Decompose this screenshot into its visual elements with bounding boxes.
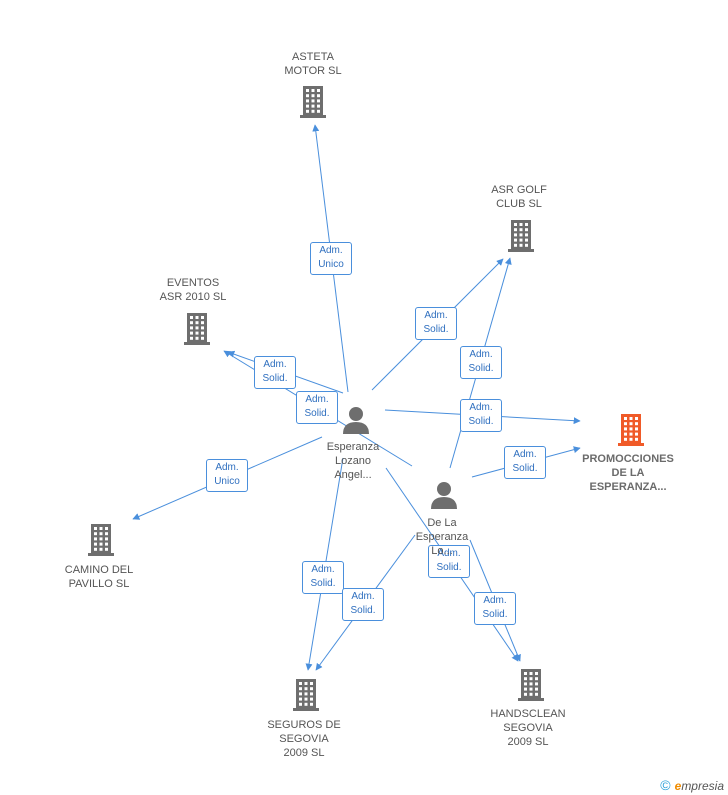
brand-footer[interactable]: ©empresia	[660, 777, 724, 793]
node-label-camino[interactable]: CAMINO DEL PAVILLO SL	[64, 564, 134, 590]
edge-label-esperanza-handsclean[interactable]: Adm. Solid.	[428, 545, 470, 578]
person-icon[interactable]	[431, 482, 457, 509]
building-icon[interactable]	[618, 414, 644, 446]
edge-label-esperanza-asr_golf[interactable]: Adm. Solid.	[415, 307, 457, 340]
node-label-eventos[interactable]: EVENTOS ASR 2010 SL	[159, 277, 227, 303]
edge-label-esperanza-promociones[interactable]: Adm. Solid.	[460, 399, 502, 432]
edge-label-esperanza-camino[interactable]: Adm. Unico	[206, 459, 248, 492]
brand-logo-text: mpresia	[681, 779, 724, 793]
building-icon[interactable]	[293, 679, 319, 711]
node-label-esperanza[interactable]: Esperanza Lozano Angel...	[326, 441, 380, 481]
node-label-seguros[interactable]: SEGUROS DE SEGOVIA 2009 SL	[267, 719, 341, 759]
node-label-promociones[interactable]: PROMOCCIONES DE LA ESPERANZA...	[582, 453, 674, 493]
edge-label-esperanza-seguros[interactable]: Adm. Solid.	[302, 561, 344, 594]
building-icon[interactable]	[300, 86, 326, 118]
edge-label-esperanza-eventos[interactable]: Adm. Solid.	[296, 391, 338, 424]
person-icon[interactable]	[343, 407, 369, 434]
node-label-handsclean[interactable]: HANDSCLEAN SEGOVIA 2009 SL	[490, 708, 566, 748]
edge-label-esperanza-asteta[interactable]: Adm. Unico	[310, 242, 352, 275]
edge-label-delaesperanza-seguros[interactable]: Adm. Solid.	[342, 588, 384, 621]
copyright-icon: ©	[660, 777, 671, 793]
building-icon[interactable]	[88, 524, 114, 556]
edge-label-delaesperanza-asr_golf[interactable]: Adm. Solid.	[460, 346, 502, 379]
building-icon[interactable]	[184, 313, 210, 345]
building-icon[interactable]	[518, 669, 544, 701]
node-label-delaesperanza[interactable]: De La Esperanza Lo...	[415, 517, 469, 557]
building-icon[interactable]	[508, 220, 534, 252]
edge-label-delaesperanza-eventos[interactable]: Adm. Solid.	[254, 356, 296, 389]
brand-logo-initial: e	[674, 779, 682, 793]
edge-label-delaesperanza-handsclean[interactable]: Adm. Solid.	[474, 592, 516, 625]
node-label-asr_golf[interactable]: ASR GOLF CLUB SL	[491, 184, 547, 210]
edge-label-delaesperanza-promociones[interactable]: Adm. Solid.	[504, 446, 546, 479]
node-label-asteta[interactable]: ASTETA MOTOR SL	[284, 51, 342, 77]
